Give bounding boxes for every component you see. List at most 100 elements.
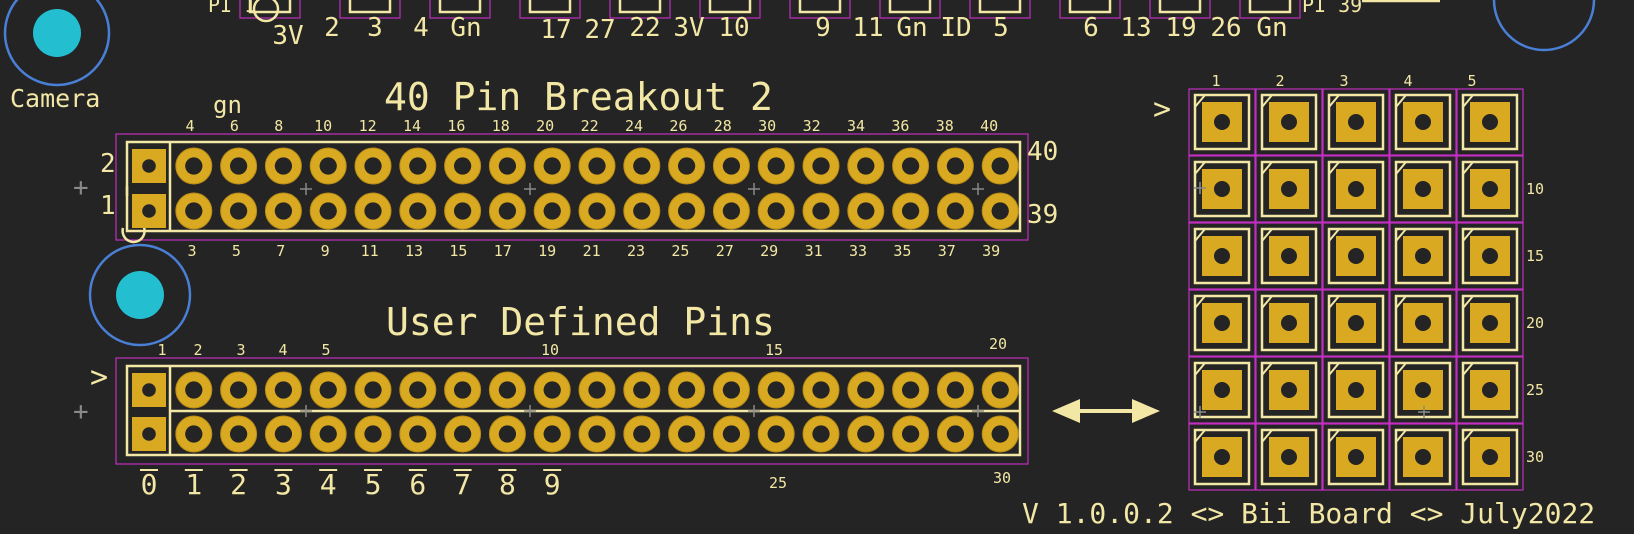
header-pin1-marker — [252, 0, 280, 23]
breakout-top-number: 6 — [230, 117, 239, 135]
header-label: Gn — [1256, 13, 1287, 43]
mount-hole-camera — [3, 0, 111, 87]
header-pad-courtyard — [609, 0, 671, 19]
user-pins-bottom-number: 30 — [993, 469, 1011, 487]
grid-cross — [1418, 406, 1430, 418]
breakout-pad — [354, 192, 392, 230]
breakout-top-number: 34 — [847, 117, 865, 135]
breakout-pad — [757, 192, 795, 230]
breakout-top-number: 30 — [758, 117, 776, 135]
header-pad-courtyard — [239, 0, 301, 19]
header-pad-courtyard — [699, 0, 761, 19]
breakout-bottom-number: 15 — [449, 242, 467, 260]
matrix-pad — [1188, 356, 1256, 424]
matrix-pad — [1456, 289, 1524, 357]
matrix-row-number: 25 — [1526, 381, 1544, 399]
matrix-pad — [1389, 356, 1457, 424]
user-pad — [668, 371, 706, 409]
user-pad — [892, 415, 930, 453]
user-pins-bottom-number: 25 — [769, 474, 787, 492]
breakout-pad — [175, 147, 213, 185]
matrix-pad — [1255, 423, 1323, 491]
breakout-outline — [125, 140, 1022, 233]
grid-cross — [524, 405, 536, 417]
grid-cross — [1194, 182, 1206, 194]
matrix-pad — [1389, 222, 1457, 290]
matrix-pad — [1389, 289, 1457, 357]
user-pins-top-number: 4 — [278, 341, 287, 359]
breakout-bottom-number: 21 — [583, 242, 601, 260]
header-label: ID — [940, 13, 971, 43]
breakout-bottom-number: 31 — [805, 242, 823, 260]
breakout-title: 40 Pin Breakout 2 — [384, 75, 773, 119]
header-pad-outline — [1068, 0, 1112, 14]
breakout-bottom-number: 13 — [405, 242, 423, 260]
user-pins-bottom-numbers: 25 30 — [769, 469, 1011, 492]
breakout-bottom-number: 37 — [938, 242, 956, 260]
breakout-pad — [668, 192, 706, 230]
breakout-pad — [399, 147, 437, 185]
matrix-column-number: 3 — [1339, 72, 1348, 90]
matrix-pad — [1188, 88, 1256, 156]
header-label: Gn — [450, 13, 481, 43]
user-pad — [175, 415, 213, 453]
header-pad-courtyard — [789, 0, 851, 19]
header-pad-outline — [1158, 0, 1202, 14]
breakout-pad — [981, 192, 1019, 230]
matrix-pad — [1322, 423, 1390, 491]
header-label: 2 — [324, 13, 340, 43]
breakout-pad — [847, 192, 885, 230]
breakout-pad — [578, 147, 616, 185]
breakout-top-number: 36 — [891, 117, 909, 135]
user-pins-top-number: 15 — [765, 341, 783, 359]
breakout-pad — [802, 192, 840, 230]
header-pad-courtyard — [1149, 0, 1211, 19]
matrix-column-number: 1 — [1211, 72, 1220, 90]
user-pad — [220, 415, 258, 453]
user-pins-top-number: 20 — [989, 335, 1007, 353]
matrix-pad — [1188, 155, 1256, 223]
matrix-pad — [1255, 289, 1323, 357]
matrix-arrow-marker: > — [1153, 92, 1171, 127]
breakout-top-number: 20 — [536, 117, 554, 135]
header-pad-outline — [1248, 0, 1292, 14]
user-pins-plus-marker: + — [73, 397, 89, 427]
matrix-row-number: 10 — [1526, 180, 1544, 198]
breakout-bottom-number: 11 — [361, 242, 379, 260]
mount-hole-left — [88, 243, 192, 347]
user-pad — [444, 371, 482, 409]
header-label: 3V — [272, 21, 303, 51]
matrix-pad — [1456, 88, 1524, 156]
user-pad — [444, 415, 482, 453]
user-pad — [892, 371, 930, 409]
matrix-pad — [1456, 356, 1524, 424]
header-label: 22 — [629, 13, 660, 43]
breakout-pad — [847, 147, 885, 185]
matrix-row-number: 15 — [1526, 247, 1544, 265]
user-pad — [578, 415, 616, 453]
breakout-bottom-number: 35 — [893, 242, 911, 260]
header-label: 19 — [1165, 13, 1196, 43]
user-pins-courtyard — [115, 357, 1029, 465]
breakout-pad — [444, 147, 482, 185]
user-pad — [309, 371, 347, 409]
breakout-pad — [399, 192, 437, 230]
header-pad-courtyard — [429, 0, 491, 19]
breakout-pad — [444, 192, 482, 230]
header-pad-outline — [438, 0, 482, 14]
matrix-pad — [1255, 88, 1323, 156]
header-pi-right: PI 39 — [1302, 0, 1362, 17]
breakout-pad — [981, 147, 1019, 185]
breakout-top-number: 14 — [403, 117, 421, 135]
breakout-bottom-number: 39 — [982, 242, 1000, 260]
user-pins-digit: 7 — [454, 468, 471, 501]
breakout-pad — [623, 147, 661, 185]
header-pad-courtyard — [519, 0, 581, 19]
user-pins-title: User Defined Pins — [386, 300, 775, 344]
